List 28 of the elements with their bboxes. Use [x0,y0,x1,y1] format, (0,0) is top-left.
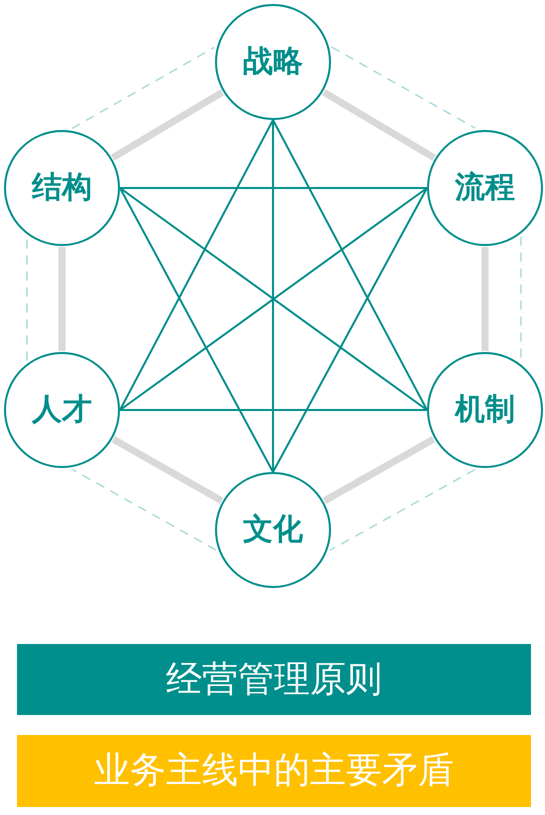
concept-label: 人才 [32,395,92,425]
thick-line [112,436,224,504]
label-bar [17,644,531,715]
thick-line [482,247,488,351]
dashed-line [331,46,476,129]
concept-label: 文化 [243,515,303,545]
thick-line [322,436,436,504]
thick-line [58,247,66,351]
thick-line [110,89,224,161]
thick-line [322,89,436,161]
label-bar [17,735,531,807]
concept-label: 流程 [455,173,515,203]
connector-line [120,409,427,411]
bar-label: 经营管理原则 [166,662,382,698]
connector-line [119,188,274,472]
connector-line [119,120,274,410]
connector-line [272,120,274,472]
concept-label: 结构 [32,173,92,203]
bar-label: 业务主线中的主要矛盾 [94,753,454,789]
dashed-line [72,46,215,129]
connector-line [272,120,428,410]
concept-label: 战略 [243,47,303,77]
dashed-line [330,469,476,551]
dashed-line [72,468,216,551]
dashed-line [26,237,28,361]
connector-line [272,188,428,472]
concept-label: 机制 [455,395,515,425]
connector-line [120,187,427,189]
